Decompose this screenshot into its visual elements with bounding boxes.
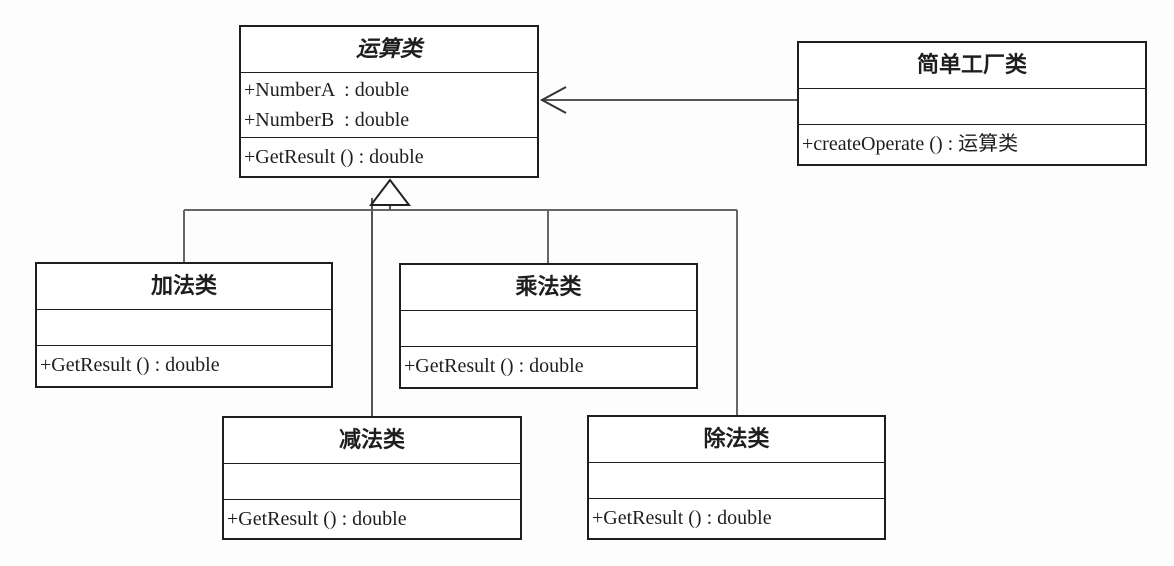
add-class: 加法类 +GetResult () : double — [35, 262, 333, 388]
mul-class: 乘法类 +GetResult () : double — [399, 263, 698, 389]
method-get-result: +GetResult () : double — [244, 146, 424, 168]
add-class-name: 加法类 — [37, 264, 331, 310]
div-class: 除法类 +GetResult () : double — [587, 415, 886, 540]
method-get-result: +GetResult () : double — [227, 508, 407, 530]
method-get-result: +GetResult () : double — [40, 354, 220, 376]
div-class-name: 除法类 — [589, 417, 884, 463]
inheritance-triangle — [368, 178, 412, 206]
factory-class: 简单工厂类 +createOperate () : 运算类 — [797, 41, 1147, 166]
attribute-number-a: +NumberA : double — [244, 79, 410, 101]
method-get-result: +GetResult () : double — [404, 355, 584, 377]
operation-class-attributes: +NumberA : double +NumberB : double — [241, 73, 537, 138]
operation-class-methods: +GetResult () : double — [241, 138, 537, 172]
factory-class-name: 简单工厂类 — [799, 43, 1145, 89]
add-class-methods: +GetResult () : double — [37, 346, 331, 380]
operation-class-name: 运算类 — [241, 27, 537, 73]
attribute-number-b: +NumberB : double — [244, 109, 410, 131]
method-create-operate: +createOperate () : 运算类 — [802, 133, 1019, 155]
div-class-methods: +GetResult () : double — [589, 499, 884, 533]
sub-class-attributes — [224, 464, 520, 500]
method-get-result: +GetResult () : double — [592, 507, 772, 529]
sub-class: 减法类 +GetResult () : double — [222, 416, 522, 540]
operation-class: 运算类 +NumberA : double +NumberB : double … — [239, 25, 539, 178]
mul-class-attributes — [401, 311, 696, 347]
mul-class-name: 乘法类 — [401, 265, 696, 311]
sub-class-name: 减法类 — [224, 418, 520, 464]
add-class-attributes — [37, 310, 331, 346]
sub-class-methods: +GetResult () : double — [224, 500, 520, 534]
dependency-arrowhead — [539, 86, 567, 114]
factory-class-attributes — [799, 89, 1145, 125]
div-class-attributes — [589, 463, 884, 499]
factory-class-methods: +createOperate () : 运算类 — [799, 125, 1145, 159]
mul-class-methods: +GetResult () : double — [401, 347, 696, 381]
